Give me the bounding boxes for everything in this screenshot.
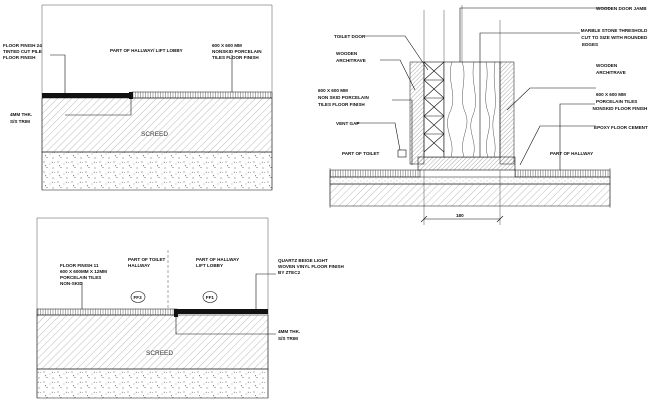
label-ff11-1: FLOOR FINISH 11: [60, 263, 99, 268]
top-left-detail: FLOOR FINISH 24 TINTED CUT PILE FLOOR FI…: [3, 4, 273, 191]
leader-toilet-door: [365, 35, 429, 71]
label-architrave-left-1: WOODEN: [336, 51, 358, 56]
tag-ff3-circle: [130, 291, 146, 303]
door-lattice: [423, 61, 445, 153]
bedding-layer: [329, 176, 611, 185]
leader-architrave-right: [506, 87, 596, 111]
porcelain-tile-layer-2: [36, 308, 178, 316]
label-architrave-right-2: ARCHITRAVE: [596, 70, 626, 75]
concrete-slab-2: [36, 368, 269, 399]
toilet-tile-strip: [329, 169, 421, 178]
label-tiles-left-2: NON SKID PORCELAIN: [318, 95, 369, 100]
label-tiles-right-3: NONSKID FLOOR FINISH: [592, 106, 648, 111]
label-vent-gap: VENT GAP: [336, 121, 359, 126]
label-tiles-right-1: 600 X 600 MM: [596, 92, 626, 97]
label-ff11-2: 600 X 600MM X 12MM: [60, 269, 107, 274]
label-tiles-right-2: PORCELAIN TILES: [596, 99, 637, 104]
screed-layer: [41, 97, 273, 153]
label-part-hallway: PART OF HALLWAY: [550, 151, 593, 156]
tag-ff3: FF3: [134, 295, 143, 300]
porcelain-tile-layer: [131, 91, 273, 99]
concrete-slab: [41, 151, 273, 191]
vinyl-layer: [177, 309, 268, 314]
leader-floor-finish: [50, 54, 66, 93]
label-vinyl-2: WOVEN VINYL FLOOR FINISH: [278, 264, 344, 269]
label-toilet-1: PART OF TOILET: [128, 257, 166, 262]
leader-trim: [65, 99, 132, 116]
screed-layer-2: [36, 314, 269, 370]
carpet-layer: [42, 93, 132, 98]
label-floor-finish-1: FLOOR FINISH 24: [3, 43, 42, 48]
label-threshold-1: MARBLE STONE THRESHOLD: [581, 28, 648, 33]
leader-vinyl: [255, 273, 276, 309]
label-part-toilet: PART OF TOILET: [342, 151, 380, 156]
label-vinyl-1: QUARTZ BEIGE LIGHT: [278, 258, 328, 263]
label-tiles-3: TILES FLOOR FINISH: [212, 55, 259, 60]
right-threshold-detail: 180 TOILET DOOR WOODEN ARCHITRAVE 600 X …: [318, 5, 648, 225]
label-threshold-3: EDGES: [582, 42, 598, 47]
label-architrave-right-1: WOODEN: [596, 63, 618, 68]
label-floor-finish-2: TINTED CUT PILE: [3, 49, 42, 54]
vent-gap-marker: [397, 149, 407, 158]
leader-architrave-left: [380, 59, 416, 91]
wooden-door-jamb: [443, 61, 501, 158]
label-area: PART OF HALLWAY/ LIFT LOBBY: [110, 48, 183, 53]
bottom-left-detail: FLOOR FINISH 11 600 X 600MM X 12MM PORCE…: [36, 217, 344, 399]
label-tiles-left-1: 600 X 600 MM: [318, 88, 348, 93]
hallway-tile-strip: [514, 169, 611, 178]
label-ff11-4: NON-SKID: [60, 281, 83, 286]
label-ff11-3: PORCELAIN TILES: [60, 275, 101, 280]
tag-ff1: FF1: [206, 295, 215, 300]
wood-grain: [447, 61, 496, 158]
label-toilet-2: HALLWAY: [128, 263, 150, 268]
leader-trim-2: [175, 317, 276, 335]
leader-threshold: [479, 32, 580, 157]
leader-vent-gap: [356, 122, 401, 151]
label-epoxy: EPOXY FLOOR CEMENT: [594, 125, 648, 130]
ss-trim: [129, 92, 133, 99]
label-tiles-1: 600 X 600 MM: [212, 43, 242, 48]
label-tiles-left-3: TILES FLOOR FINISH: [318, 102, 365, 107]
leader-epoxy: [519, 125, 596, 166]
label-hallway-1: PART OF HALLWAY: [196, 257, 239, 262]
label-threshold-2: CUT TO SIZE WITH ROUNDED: [581, 35, 648, 40]
leader-tiles-right: [559, 103, 595, 170]
label-door-jamb: WOODEN DOOR JAMB: [596, 6, 647, 11]
leader-tiles-left: [392, 99, 413, 165]
dim-tick-right: [496, 215, 504, 223]
label-screed: SCREED: [141, 131, 168, 138]
tag-ff1-circle: [202, 291, 218, 303]
ss-trim-2: [174, 309, 178, 317]
label-trim-1: 4MM THK.: [10, 112, 32, 117]
dimension-label: 180: [456, 213, 464, 218]
label-floor-finish-3: FLOOR FINISH: [3, 55, 36, 60]
label-vinyl-3: BY ZTEC2: [278, 270, 301, 275]
label-screed-2: SCREED: [146, 350, 173, 357]
label-tiles-2: NONSKID PORCELAIN: [212, 49, 262, 54]
right-architrave: [499, 61, 515, 165]
leader-door-jamb: [459, 7, 610, 62]
dim-tick-left: [420, 215, 428, 223]
slab-layer-right: [329, 183, 611, 207]
label-trim-2-2: S/S TRIM: [278, 336, 298, 341]
label-toilet-door: TOILET DOOR: [334, 34, 366, 39]
label-trim-2: S/S TRIM: [10, 119, 30, 124]
label-architrave-left-2: ARCHITRAVE: [336, 58, 366, 63]
label-hallway-2: LIFT LOBBY: [196, 263, 223, 268]
label-trim-2-1: 4MM THK.: [278, 329, 300, 334]
